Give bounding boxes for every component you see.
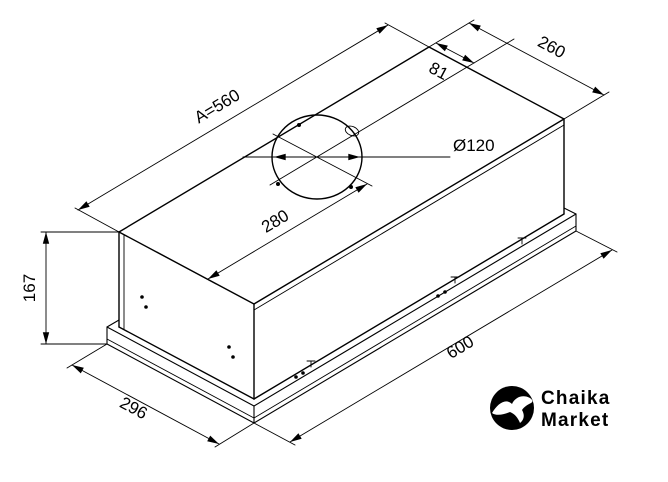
dim-label-duct-offset: 81 — [426, 58, 452, 84]
mount-hole — [297, 123, 301, 127]
dim-line-duct-center — [207, 183, 368, 280]
mount-hole — [349, 185, 353, 189]
logo-text-line1: Chaika — [541, 388, 611, 409]
ext-line — [66, 343, 108, 369]
screw-hole — [140, 295, 144, 299]
screw-hole — [227, 345, 231, 349]
ext-line — [74, 207, 120, 233]
dim-line-width-top — [468, 22, 605, 96]
brand-logo: Chaika Market — [490, 386, 611, 431]
ext-line — [384, 22, 430, 48]
ext-line — [253, 422, 296, 446]
center-lines — [269, 38, 515, 187]
ext-line — [214, 422, 255, 448]
duct-axis-long — [269, 38, 515, 186]
screw-hole — [443, 290, 447, 294]
ext-line — [575, 230, 618, 253]
dim-line-length-bottom — [289, 249, 613, 443]
hood-bottom-left-edge — [118, 326, 255, 400]
front-panel-seam — [253, 124, 565, 311]
hood-top-face — [118, 46, 565, 305]
dim-label-length-top: A=560 — [191, 85, 243, 127]
dim-label-width-top: 260 — [535, 32, 569, 62]
ext-line — [428, 19, 475, 48]
flange-rear-right-strip — [563, 207, 577, 215]
hood-body — [118, 46, 565, 400]
screw-hole — [231, 355, 235, 359]
dim-line-duct-offset — [435, 42, 475, 64]
dim-label-width-bottom: 296 — [117, 393, 151, 423]
ext-line — [563, 91, 610, 120]
logo-text-line2: Market — [541, 410, 609, 431]
screw-hole — [294, 375, 298, 379]
screw-hole — [144, 305, 148, 309]
dim-label-duct-diameter: Ø120 — [453, 136, 495, 155]
dim-line-length-top — [77, 24, 389, 211]
screw-hole — [301, 371, 305, 375]
ext-line — [156, 251, 217, 285]
duct-axis-cross — [272, 133, 373, 187]
screw-hole — [436, 294, 440, 298]
seagull-icon — [492, 396, 533, 423]
flange-rear-left-strip — [106, 319, 120, 328]
mount-hole — [276, 182, 280, 186]
surface-details — [140, 237, 527, 379]
dim-label-height: 167 — [20, 274, 39, 302]
bracket-mark — [517, 237, 527, 245]
dimensions — [40, 19, 618, 448]
dim-label-length-bottom: 600 — [443, 332, 477, 363]
dim-line-width-bottom — [71, 364, 220, 445]
